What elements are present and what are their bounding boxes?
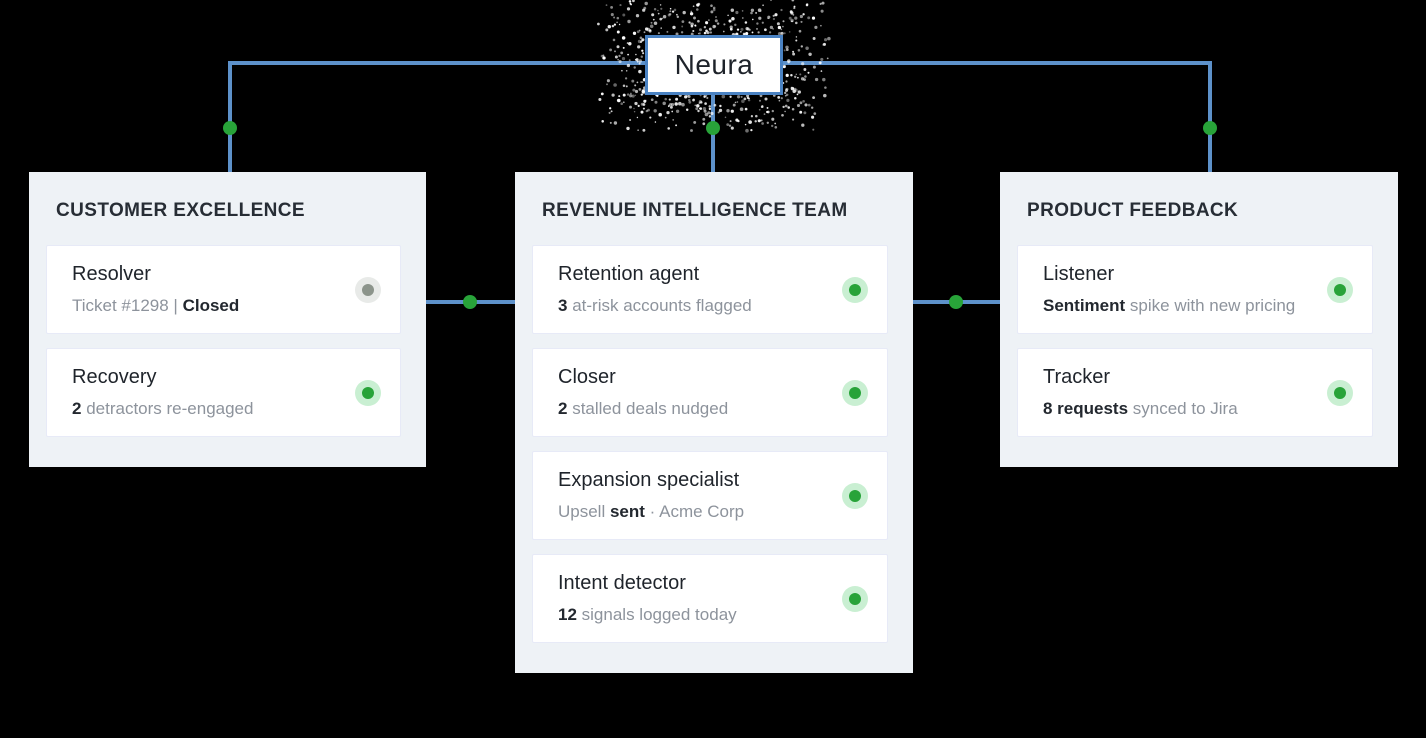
agent-card-title: Resolver <box>72 263 151 285</box>
agent-card-tracker[interactable]: Tracker 8 requests synced to Jira <box>1017 348 1373 437</box>
subtitle-segment: 8 requests <box>1043 399 1129 418</box>
status-dot-idle <box>355 276 381 303</box>
subtitle-segment: Sentiment <box>1043 296 1126 315</box>
subtitle-segment: · Acme Corp <box>644 502 745 521</box>
status-dot-active <box>842 379 868 406</box>
agent-card-subtitle: Sentiment spike with new pricing <box>1043 295 1312 317</box>
status-dot-active <box>842 585 868 612</box>
subtitle-segment: 2 <box>558 399 568 418</box>
status-dot-core <box>849 283 861 296</box>
subtitle-segment: 2 <box>72 399 82 418</box>
panel-revenue-intelligence-team: REVENUE INTELLIGENCE TEAM Retention agen… <box>515 172 913 673</box>
agent-card-recovery[interactable]: Recovery 2 detractors re-engaged <box>46 348 401 437</box>
agent-card-title: Intent detector <box>558 572 686 594</box>
subtitle-segment: at-risk accounts flagged <box>567 296 752 315</box>
subtitle-segment: Ticket #1298 | <box>72 296 183 315</box>
status-dot-active <box>355 379 381 406</box>
status-dot-core <box>362 386 374 399</box>
root-node-neura[interactable]: Neura <box>645 35 783 95</box>
status-dot-core <box>849 592 861 605</box>
panel-title: CUSTOMER EXCELLENCE <box>56 200 305 221</box>
agent-card-title: Listener <box>1043 263 1115 285</box>
agent-card-resolver[interactable]: Resolver Ticket #1298 | Closed <box>46 245 401 334</box>
status-dot-core <box>362 283 374 296</box>
junction-dot-center <box>706 121 720 135</box>
agent-card-intent-detector[interactable]: Intent detector 12 signals logged today <box>532 554 888 643</box>
status-dot-core <box>849 386 861 399</box>
panel-cards: Retention agent 3 at-risk accounts flagg… <box>532 245 888 643</box>
status-dot-core <box>1334 386 1346 399</box>
agent-card-subtitle: 8 requests synced to Jira <box>1043 398 1312 420</box>
subtitle-segment: stalled deals nudged <box>567 399 729 418</box>
agent-card-closer[interactable]: Closer 2 stalled deals nudged <box>532 348 888 437</box>
status-dot-core <box>849 489 861 502</box>
agent-card-title: Tracker <box>1043 366 1111 388</box>
junction-dot-right <box>1203 121 1217 135</box>
agent-card-retention-agent[interactable]: Retention agent 3 at-risk accounts flagg… <box>532 245 888 334</box>
subtitle-segment: sent <box>609 502 645 521</box>
agent-card-subtitle: 3 at-risk accounts flagged <box>558 295 827 317</box>
panel-cards: Listener Sentiment spike with new pricin… <box>1017 245 1373 437</box>
subtitle-segment: detractors re-engaged <box>81 399 254 418</box>
agent-card-title: Retention agent <box>558 263 700 285</box>
panel-title: REVENUE INTELLIGENCE TEAM <box>542 200 848 221</box>
panel-cards: Resolver Ticket #1298 | Closed Recovery … <box>46 245 401 437</box>
agent-card-title: Recovery <box>72 366 157 388</box>
panel-product-feedback: PRODUCT FEEDBACK Listener Sentiment spik… <box>1000 172 1398 467</box>
connector-drop-left <box>228 61 232 172</box>
spray-noise-decoration <box>597 0 831 133</box>
status-dot-core <box>1334 283 1346 296</box>
panel-customer-excellence: CUSTOMER EXCELLENCE Resolver Ticket #129… <box>29 172 426 467</box>
status-dot-active <box>1327 379 1353 406</box>
agent-card-subtitle: 2 stalled deals nudged <box>558 398 827 420</box>
subtitle-segment: Upsell <box>558 502 610 521</box>
subtitle-segment: Closed <box>182 296 240 315</box>
junction-dot-bridge-left <box>463 295 477 309</box>
connector-drop-right <box>1208 61 1212 172</box>
status-dot-active <box>1327 276 1353 303</box>
subtitle-segment: signals logged today <box>576 605 737 624</box>
agent-card-subtitle: Ticket #1298 | Closed <box>72 295 340 317</box>
panel-title: PRODUCT FEEDBACK <box>1027 200 1239 221</box>
agent-card-expansion-specialist[interactable]: Expansion specialist Upsell sent · Acme … <box>532 451 888 540</box>
junction-dot-left <box>223 121 237 135</box>
agent-card-subtitle: Upsell sent · Acme Corp <box>558 501 827 523</box>
agent-card-title: Closer <box>558 366 616 388</box>
subtitle-segment: 12 <box>558 605 577 624</box>
agent-card-listener[interactable]: Listener Sentiment spike with new pricin… <box>1017 245 1373 334</box>
agent-card-subtitle: 2 detractors re-engaged <box>72 398 340 420</box>
agent-card-title: Expansion specialist <box>558 469 740 491</box>
subtitle-segment: synced to Jira <box>1128 399 1238 418</box>
junction-dot-bridge-right <box>949 295 963 309</box>
subtitle-segment: 3 <box>558 296 568 315</box>
root-node-label: Neura <box>674 49 754 80</box>
subtitle-segment: spike with new pricing <box>1125 296 1296 315</box>
agent-card-subtitle: 12 signals logged today <box>558 604 827 626</box>
status-dot-active <box>842 276 868 303</box>
status-dot-active <box>842 482 868 509</box>
